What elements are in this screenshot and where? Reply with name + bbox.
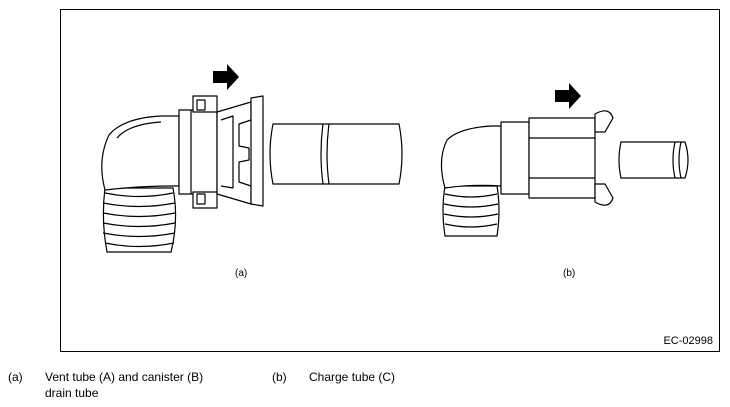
legend-line: Charge tube (C) [309, 370, 396, 384]
legend-key: (a) [8, 370, 23, 384]
legend-description: Vent tube (A) and canister (B) drain tub… [45, 369, 203, 401]
push-direction-arrow-icon [555, 83, 581, 109]
legend-key: (b) [272, 370, 287, 384]
connector-illustration [101, 64, 689, 253]
legend-line: Vent tube (A) and canister (B) [45, 370, 204, 384]
charge-tube-connector [440, 110, 689, 237]
sub-figure-label-b: (b) [563, 268, 576, 279]
legend-line: drain tube [45, 386, 99, 400]
push-direction-arrow-icon [213, 64, 239, 90]
legend-description: Charge tube (C) [309, 369, 395, 385]
figure-frame: (a) (b) EC-02998 [60, 9, 720, 352]
sub-figure-label-a: (a) [235, 268, 248, 279]
vent-tube-connector [101, 95, 403, 253]
figure-code: EC-02998 [663, 335, 713, 347]
